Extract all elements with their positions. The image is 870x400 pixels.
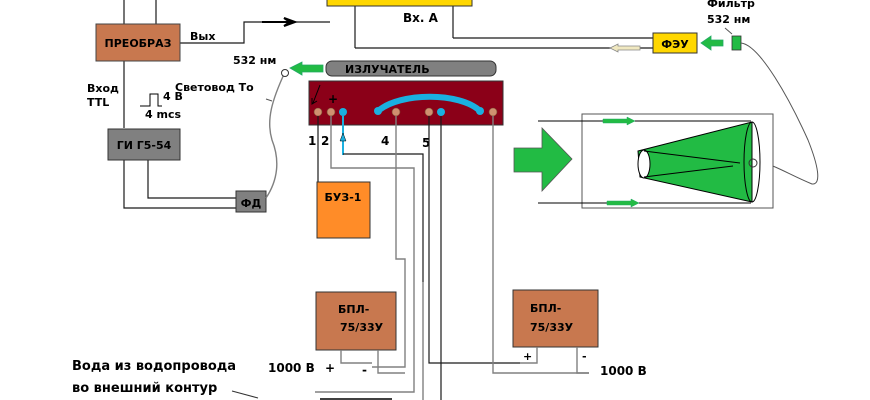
output-label: Вых [190,30,215,43]
pulse-duration: 4 mcs [145,108,181,121]
pin-5-label: 5 [422,136,430,150]
fiber-label-pointer [265,98,273,102]
terminal-4 [391,107,401,117]
emitter-body: + [308,80,504,126]
pin-4-label: 4 [381,134,389,148]
lamp-arrow-icon [312,84,321,104]
filter-label: Фильтр [707,0,755,10]
wire-bpl-left-minus [377,350,405,374]
wire-bpl-right-plus [520,347,538,364]
oscilloscope-block [326,0,473,7]
lamp-electrode-left [374,107,382,115]
emitter-label: ИЗЛУЧАТЕЛЬ [345,63,430,76]
terminal-1 [313,107,323,117]
sample-chamber [538,113,774,209]
wire-pin2 [315,116,415,393]
bpl-left-label-2: 75/33У [340,321,384,334]
feu-label: ФЭУ [661,38,689,51]
water-pointer-line [231,390,259,399]
laser-output-arrow-icon [289,61,324,76]
feu-signal-arrow-icon [609,43,641,53]
terminal-2 [326,107,336,117]
water-flow-arrow-icon [339,132,347,142]
bpl-right-label-2: 75/33У [530,321,574,334]
water-label-line1: Вода из водопровода [72,359,236,374]
emitter-head: ИЗЛУЧАТЕЛЬ [325,60,497,77]
filter-to-feu-arrow-icon [700,35,724,51]
preobraz-block: ПРЕОБРАЗ [95,23,181,62]
buz-label: БУЗ-1 [325,191,362,204]
preobraz-label: ПРЕОБРАЗ [105,37,172,50]
flow-arrow-bottom-icon [606,198,640,208]
wire-gi-fd-1 [123,154,236,209]
terminal-6 [488,107,498,117]
wire-bpl-left-plus [340,350,372,364]
feu-block: ФЭУ [652,32,698,54]
cooling-port-in [339,108,347,116]
bpl-right-label-1: БПЛ- [530,302,561,315]
filter-wavelength: 532 нм [707,13,750,26]
cone-entrance [637,149,651,179]
fiber-label: Световод То [175,81,254,94]
bpl-right-block: БПЛ- 75/33У [512,289,599,348]
wire-pin5 [428,116,520,364]
wire-bpl-right-minus [576,347,589,374]
signal-arrow-icon [262,17,298,27]
photodiode-label: ФД [241,197,262,210]
pin-2-label: 2 [321,134,329,148]
minus-right-label: - [582,350,587,363]
filter-pointer-line [724,27,733,35]
lamp-electrode-right [476,107,484,115]
generator-label: ГИ Г5-54 [117,139,172,152]
terminal-5 [424,107,434,117]
cooling-port-out [437,108,445,116]
photodiode-block: ФД [235,190,267,213]
voltage-left-label: 1000 В [268,361,315,375]
ttl-input-label-line2: TTL [87,96,109,109]
wavelength-label: 532 нм [233,54,276,67]
filter-element [731,35,742,51]
wire-gi-fd-2 [147,154,236,199]
plus-left-label: + [325,361,335,375]
generator-block: ГИ Г5-54 [107,128,181,161]
minus-left-label: - [362,363,367,377]
plus-terminal-mark: + [328,92,338,106]
bpl-left-label-1: БПЛ- [338,303,369,316]
plus-right-label: + [523,350,532,363]
pulse-shape-icon [140,93,162,107]
wire-cooling [343,153,424,282]
flow-arrow-top-icon [602,116,636,126]
water-label-line2: во внешний контур [72,381,217,396]
flashlamp-tube [375,93,483,114]
fiber-to-cable [265,71,286,199]
buz-block: БУЗ-1 [316,181,371,239]
pulse-amplitude: 4 В [163,90,183,103]
input-a-label: Вх. А [403,11,439,25]
fiber-to-end-icon [281,69,289,77]
pin-1-label: 1 [308,134,316,148]
voltage-right-label: 1000 В [600,364,647,378]
bpl-left-block: БПЛ- 75/33У [315,291,397,351]
detector-fiber-cable [740,42,819,185]
wire-pin6 [492,116,589,374]
cone-base [743,121,761,203]
detector-aperture-icon [748,158,758,168]
ttl-input-label-line1: Вход [87,82,119,95]
wire-pin4 [372,116,406,368]
light-direction-arrow-icon [513,127,573,193]
